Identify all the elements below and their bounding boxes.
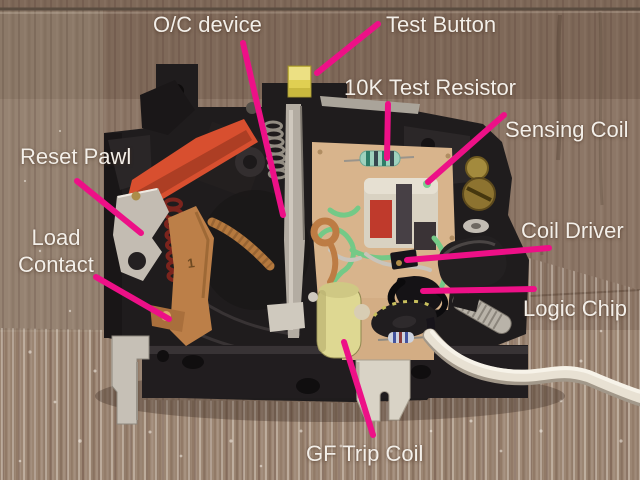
nylon-slider bbox=[267, 302, 305, 332]
load-terminal-tab bbox=[111, 335, 150, 425]
small-resistor bbox=[377, 332, 429, 343]
annotation-leader-lines bbox=[74, 21, 552, 438]
label-load-contact-line2: Contact bbox=[18, 252, 94, 277]
label-load-contact-line1: Load bbox=[31, 225, 81, 250]
copper-braid bbox=[207, 217, 275, 271]
leader-line-test-resistor bbox=[384, 101, 391, 161]
label-oc-device: O/C device bbox=[153, 12, 262, 37]
leader-line-gf-trip-coil bbox=[341, 339, 376, 438]
label-gf-trip-coil: GF Trip Coil bbox=[306, 441, 424, 466]
leader-line-test-button bbox=[314, 21, 381, 76]
label-sensing-coil: Sensing Coil bbox=[505, 117, 629, 142]
label-load-contact: Load Contact bbox=[8, 224, 104, 278]
terminal-bolt bbox=[452, 290, 512, 334]
leader-line-logic-chip bbox=[420, 286, 537, 294]
copper-wire-loop bbox=[310, 217, 340, 285]
sensing-coil-assembly bbox=[364, 178, 438, 250]
leader-line-reset-pawl bbox=[74, 178, 144, 236]
brass-pivot-pin bbox=[131, 191, 141, 201]
label-test-button: Test Button bbox=[386, 12, 497, 37]
leader-line-sensing-coil bbox=[425, 112, 507, 185]
leader-line-coil-driver bbox=[404, 245, 552, 263]
label-test-resistor: 10K Test Resistor bbox=[344, 75, 517, 100]
leader-line-load-contact bbox=[93, 274, 172, 322]
white-wire bbox=[422, 317, 640, 407]
wood-speckles bbox=[18, 129, 623, 468]
brass-terminal-screw bbox=[462, 156, 496, 233]
test-button bbox=[287, 65, 312, 98]
leader-line-oc-device bbox=[240, 40, 286, 218]
label-coil-driver: Coil Driver bbox=[521, 218, 624, 243]
disc-capacitor bbox=[354, 304, 370, 320]
gf-trip-coil bbox=[308, 282, 362, 359]
label-logic-chip: Logic Chip bbox=[523, 296, 627, 321]
solenoid-cylinder bbox=[437, 235, 507, 291]
label-reset-pawl: Reset Pawl bbox=[20, 144, 132, 169]
toroid-inductor bbox=[371, 299, 437, 339]
copper-blade-marking: 1 bbox=[186, 255, 195, 271]
reset-lever bbox=[128, 80, 258, 208]
wood-streaks bbox=[0, 258, 640, 480]
linkage-bar bbox=[320, 96, 420, 114]
